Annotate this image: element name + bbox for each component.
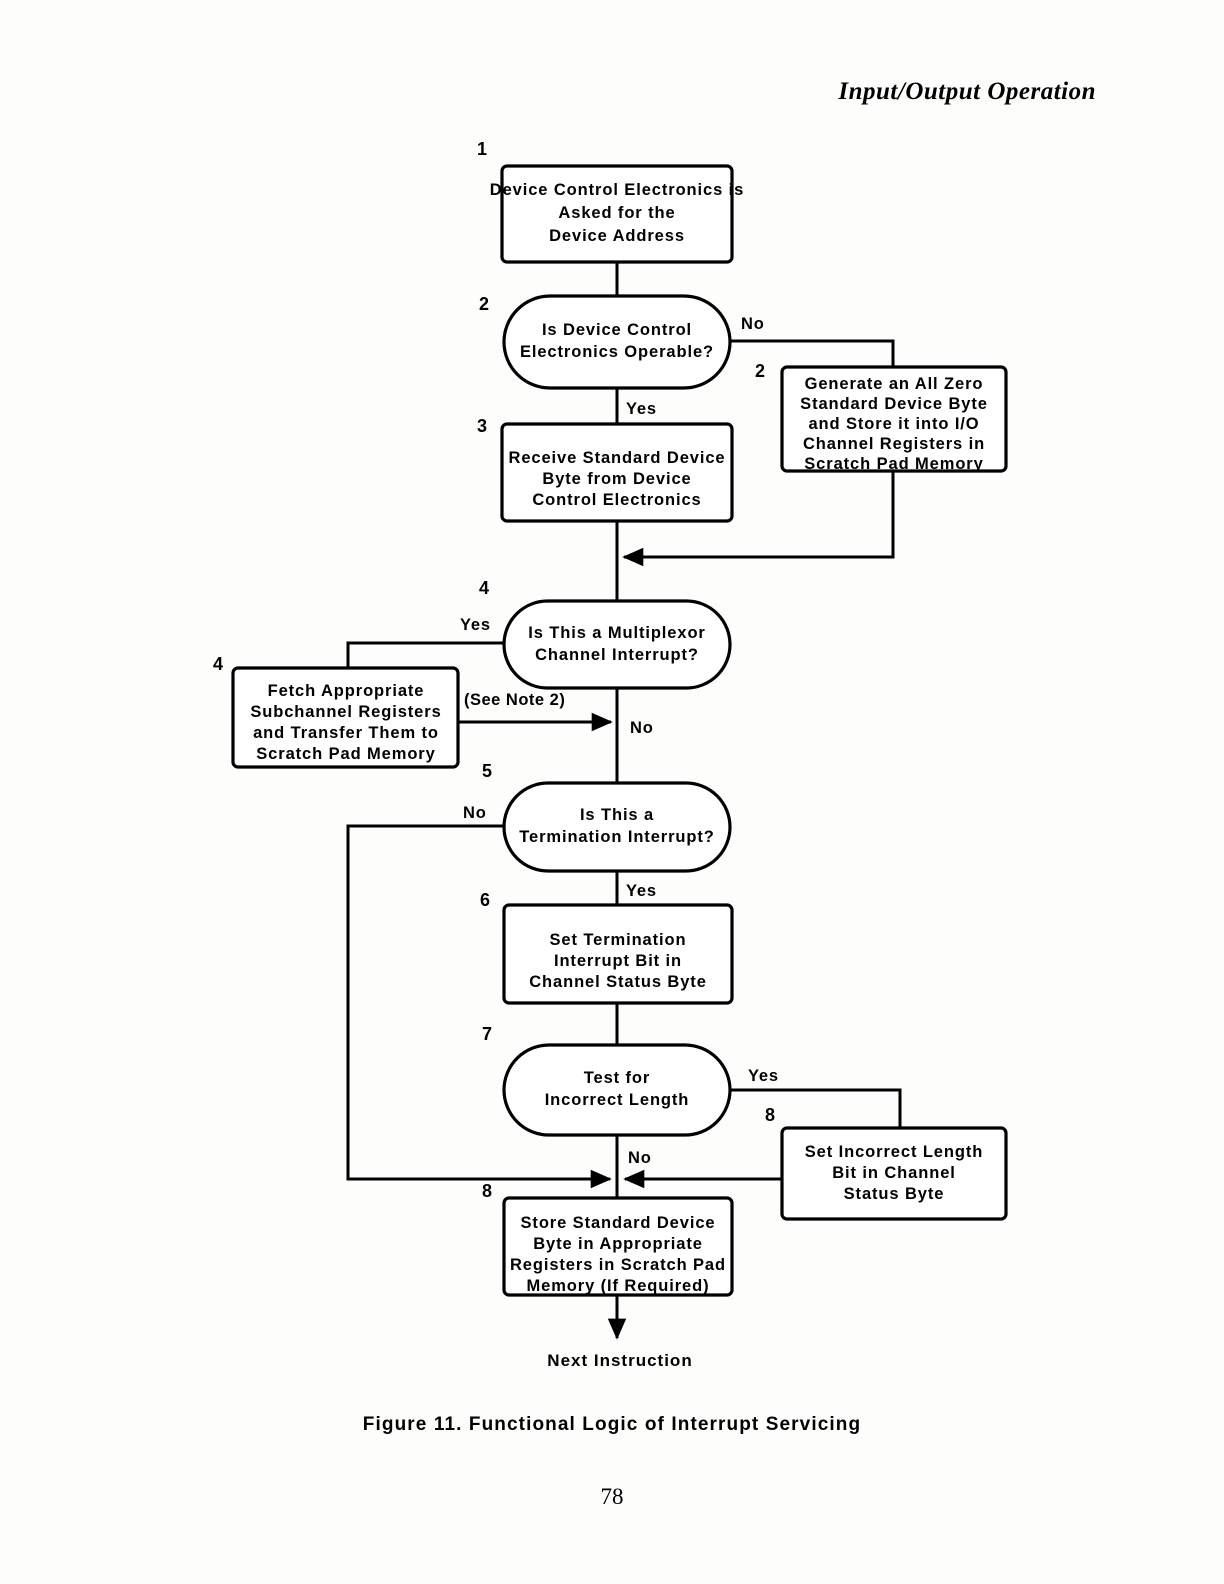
process-box-4-left (231, 666, 460, 769)
node-5: 5 Is This a Termination Interrupt? No Ye… (463, 761, 732, 900)
process-box-2-right-line-4: Channel Registers in (803, 435, 985, 453)
terminal-label-next-instruction: Next Instruction (547, 1351, 692, 1370)
step-number-1: 1 (477, 139, 487, 159)
process-box-2-right (780, 365, 1008, 473)
step-number-2-right: 2 (755, 361, 765, 381)
note-label-see-note-2: (See Note 2) (464, 691, 565, 709)
process-box-4-left-line-2: Subchannel Registers (250, 703, 441, 721)
decision-pill-4-line-2: Channel Interrupt? (535, 646, 699, 664)
process-box-6-line-2: Interrupt Bit in (554, 952, 682, 970)
process-box-1-line-2: Asked for the (558, 204, 675, 222)
step-number-2: 2 (479, 294, 489, 314)
step-number-3: 3 (477, 416, 487, 436)
process-box-6-line-1: Set Termination (550, 931, 687, 949)
node-8: 8 Store Standard Device Byte in Appropri… (482, 1181, 734, 1297)
decision-pill-2-line-2: Electronics Operable? (520, 343, 714, 361)
node-end: Next Instruction (547, 1351, 692, 1370)
process-box-1-line-1: Device Control Electronics is (490, 181, 744, 199)
node-1: 1 Device Control Electronics is Asked fo… (477, 139, 744, 264)
node-8-right: 8 Set Incorrect Length Bit in Channel St… (765, 1105, 1008, 1221)
process-box-8 (502, 1196, 734, 1297)
process-box-6-line-3: Channel Status Byte (529, 973, 707, 991)
edge-label-n5-no: No (463, 804, 487, 822)
node-3: 3 Receive Standard Device Byte from Devi… (477, 416, 734, 523)
process-box-8-line-3: Registers in Scratch Pad (510, 1256, 726, 1274)
decision-pill-7-line-2: Incorrect Length (545, 1091, 690, 1109)
decision-pill-2-line-1: Is Device Control (542, 321, 692, 339)
edge-label-n7-no: No (628, 1149, 652, 1167)
decision-pill-4-line-1: Is This a Multiplexor (528, 624, 706, 642)
node-2-right: 2 Generate an All Zero Standard Device B… (755, 361, 1008, 473)
step-number-6: 6 (480, 890, 490, 910)
edge-label-n4-yes: Yes (460, 616, 491, 634)
process-box-1-line-3: Device Address (549, 227, 685, 245)
process-box-6 (502, 903, 734, 1005)
process-box-8-right (780, 1126, 1008, 1221)
running-head: Input/Output Operation (838, 78, 1096, 105)
process-box-8-line-4: Memory (If Required) (526, 1277, 709, 1295)
process-box-8-right-line-1: Set Incorrect Length (805, 1143, 983, 1161)
process-box-2-right-line-3: and Store it into I/O (808, 415, 979, 433)
process-box-4-left-line-3: and Transfer Them to (253, 724, 439, 742)
node-6: 6 Set Termination Interrupt Bit in Chann… (480, 890, 734, 1005)
process-box-3 (500, 422, 734, 523)
process-box-8-line-1: Store Standard Device (521, 1214, 716, 1232)
process-box-4-left-line-1: Fetch Appropriate (268, 682, 425, 700)
decision-pill-7 (502, 1043, 732, 1137)
step-number-5: 5 (482, 761, 492, 781)
edge-n5-no-bypass (346, 824, 612, 1189)
process-box-2-right-line-5: Scratch Pad Memory (804, 455, 983, 473)
edge-label-n5-yes: Yes (626, 882, 657, 900)
node-4: 4 Is This a Multiplexor Channel Interrup… (460, 578, 732, 737)
process-box-3-line-1: Receive Standard Device (509, 449, 726, 467)
figure-caption: Figure 11. Functional Logic of Interrupt… (362, 1414, 862, 1435)
node-2: 2 Is Device Control Electronics Operable… (479, 294, 765, 418)
decision-pill-5-line-1: Is This a (580, 806, 654, 824)
process-box-2-right-line-1: Generate an All Zero (805, 375, 984, 393)
edge-n7-yes-to-n8r (730, 1088, 902, 1128)
edge-label-n4-no: No (630, 719, 654, 737)
step-number-8-right: 8 (765, 1105, 775, 1125)
edge-label-n7-yes: Yes (748, 1067, 779, 1085)
step-number-7: 7 (482, 1024, 492, 1044)
process-box-8-right-line-3: Status Byte (844, 1185, 945, 1203)
process-box-4-left-line-4: Scratch Pad Memory (256, 745, 435, 763)
decision-pill-5 (502, 781, 732, 873)
node-4-left: 4 Fetch Appropriate Subchannel Registers… (213, 654, 460, 769)
decision-pill-2 (502, 294, 732, 390)
page-number: 78 (600, 1484, 624, 1509)
process-box-8-line-2: Byte in Appropriate (533, 1235, 703, 1253)
step-number-8: 8 (482, 1181, 492, 1201)
decision-pill-5-line-2: Termination Interrupt? (519, 828, 715, 846)
process-box-8-right-line-2: Bit in Channel (832, 1164, 956, 1182)
edge-n4-yes-to-n4l (346, 641, 504, 668)
process-box-3-line-3: Control Electronics (532, 491, 701, 509)
edge-label-n2-no: No (741, 315, 765, 333)
process-box-2-right-line-2: Standard Device Byte (800, 395, 988, 413)
node-7: 7 Test for Incorrect Length Yes No (482, 1024, 779, 1167)
edge-label-n2-yes: Yes (626, 400, 657, 418)
step-number-4-left: 4 (213, 654, 223, 674)
decision-pill-7-line-1: Test for (584, 1069, 650, 1087)
process-box-3-line-2: Byte from Device (542, 470, 691, 488)
step-number-4: 4 (479, 578, 489, 598)
process-box-1 (500, 164, 734, 264)
decision-pill-4 (502, 599, 732, 690)
